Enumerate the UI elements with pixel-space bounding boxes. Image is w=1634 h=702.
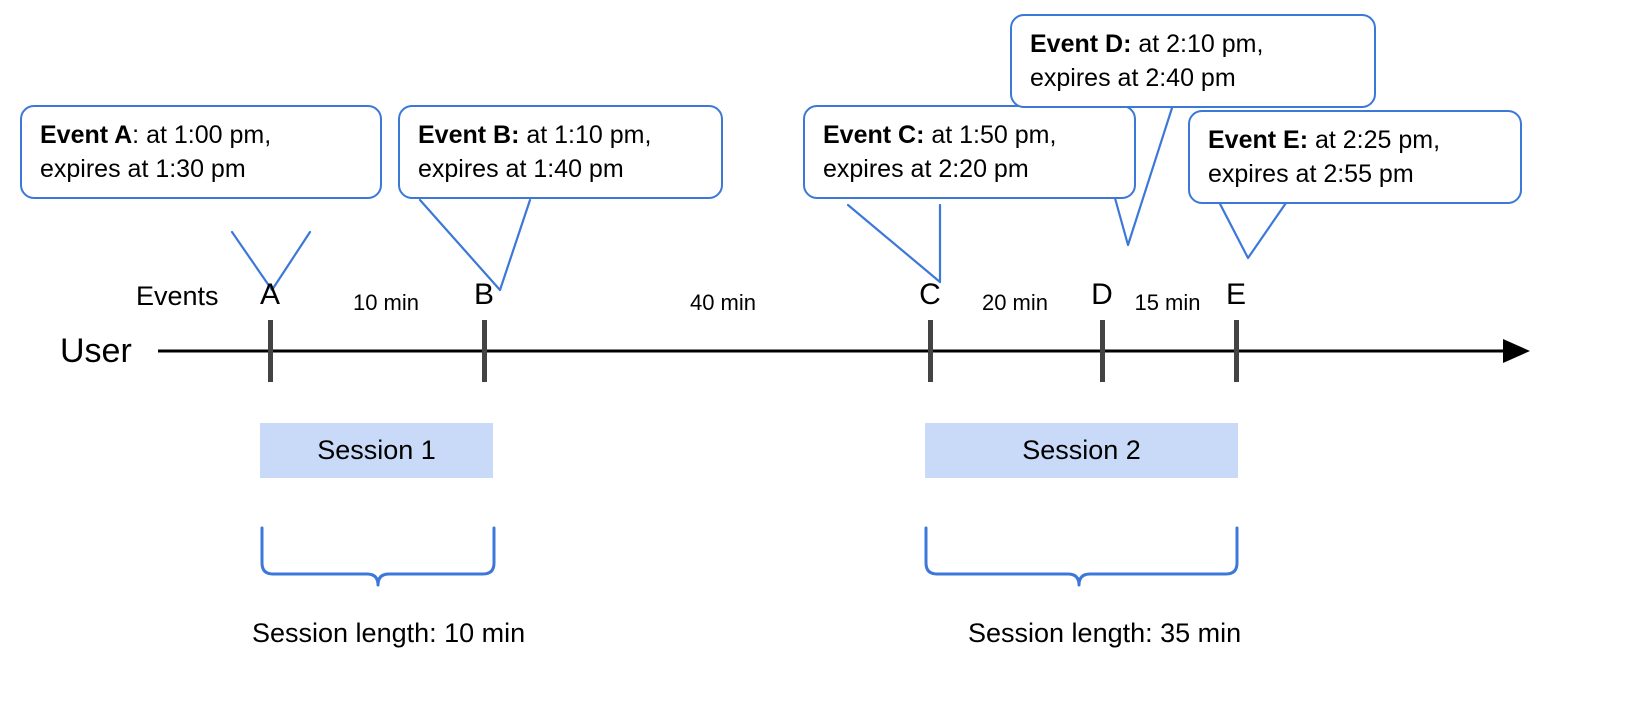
- session-1-label: Session 1: [317, 435, 436, 465]
- session-2-brace: [924, 526, 1239, 587]
- callout-b-bold: Event B:: [418, 121, 520, 149]
- callout-c-rest: at 1:50 pm,: [931, 121, 1057, 149]
- gap-label-c-d: 20 min: [981, 290, 1049, 315]
- marker-letter-b: B: [473, 278, 494, 311]
- axis-label-user: User: [60, 332, 132, 370]
- callout-d-line2: expires at 2:40 pm: [1030, 64, 1236, 92]
- marker-tick-d: [1100, 320, 1105, 382]
- callout-e-line1: Event E: at 2:25 pm,: [1208, 123, 1504, 157]
- session-2-label: Session 2: [1022, 435, 1141, 465]
- marker-tick-c: [928, 320, 933, 382]
- session-box-2[interactable]: Session 2: [925, 423, 1238, 478]
- axis-label-events: Events: [136, 281, 219, 311]
- callout-b-line2: expires at 1:40 pm: [418, 155, 624, 183]
- callout-c-bold: Event C:: [823, 121, 925, 149]
- callout-d-bold: Event D:: [1030, 30, 1132, 58]
- callout-tail-a: [230, 230, 312, 292]
- marker-letter-c: C: [919, 278, 941, 311]
- gap-label-d-e: 15 min: [1134, 290, 1201, 315]
- callout-tail-b: [418, 198, 532, 292]
- callout-c-line2: expires at 2:20 pm: [823, 155, 1029, 183]
- callout-c-line1: Event C: at 1:50 pm,: [823, 118, 1118, 152]
- marker-letter-e: E: [1225, 278, 1246, 311]
- callout-a-rest: at 1:00 pm,: [146, 121, 272, 149]
- callout-d-line1: Event D: at 2:10 pm,: [1030, 27, 1358, 61]
- callout-a-line1: Event A: at 1:00 pm,: [40, 118, 364, 152]
- callout-event-a[interactable]: Event A: at 1:00 pm, expires at 1:30 pm: [20, 105, 382, 199]
- callout-event-b[interactable]: Event B: at 1:10 pm, expires at 1:40 pm: [398, 105, 723, 199]
- callout-tail-c: [846, 203, 942, 284]
- session-1-brace: [260, 526, 496, 587]
- callout-event-e[interactable]: Event E: at 2:25 pm, expires at 2:55 pm: [1188, 110, 1522, 204]
- marker-tick-e: [1234, 320, 1239, 382]
- gap-label-a-b: 10 min: [352, 290, 420, 315]
- marker-tick-b: [482, 320, 487, 382]
- callout-e-bold: Event E:: [1208, 126, 1309, 154]
- callout-tail-e: [1216, 198, 1290, 260]
- gap-label-b-c: 40 min: [689, 290, 757, 315]
- callout-a-bold: Event A: [40, 121, 133, 149]
- session-2-caption: Session length: 35 min: [968, 618, 1242, 648]
- marker-letter-a: A: [259, 278, 280, 311]
- session-1-caption: Session length: 10 min: [252, 618, 526, 648]
- marker-tick-a: [268, 320, 273, 382]
- callout-a-sep: :: [132, 121, 147, 149]
- callout-e-rest: at 2:25 pm,: [1314, 126, 1441, 154]
- session-box-1[interactable]: Session 1: [260, 423, 493, 478]
- callout-e-line2: expires at 2:55 pm: [1208, 160, 1414, 188]
- marker-letter-d: D: [1091, 278, 1113, 311]
- callout-e-sep: [1308, 126, 1315, 154]
- callout-b-rest: at 1:10 pm,: [526, 121, 652, 149]
- callout-a-line2: expires at 1:30 pm: [40, 155, 246, 183]
- callout-d-rest: at 2:10 pm,: [1138, 30, 1264, 58]
- callout-b-line1: Event B: at 1:10 pm,: [418, 118, 705, 152]
- callout-event-d[interactable]: Event D: at 2:10 pm, expires at 2:40 pm: [1010, 14, 1376, 108]
- callout-event-c[interactable]: Event C: at 1:50 pm, expires at 2:20 pm: [803, 105, 1136, 199]
